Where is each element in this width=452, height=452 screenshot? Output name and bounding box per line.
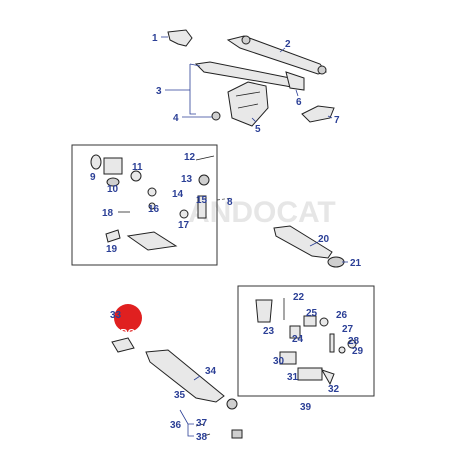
bushing xyxy=(147,187,157,197)
callout-26: 26 xyxy=(336,310,348,321)
callout-8: 8 xyxy=(227,197,233,208)
middle-assembly: 9 10 11 12 13 14 15 16 17 18 19 8 xyxy=(71,144,233,266)
tie-rod-end-left xyxy=(111,337,135,353)
callout-28: 28 xyxy=(348,336,360,347)
callout-25: 25 xyxy=(306,308,318,319)
ball-joint xyxy=(241,35,251,45)
callout-11: 11 xyxy=(132,162,143,173)
callout-6: 6 xyxy=(296,97,302,108)
callout-2: 2 xyxy=(285,39,291,50)
bottom-detail: 22 23 24 25 26 27 28 29 30 31 32 39 xyxy=(237,285,375,413)
callout-4: 4 xyxy=(173,113,179,124)
spring xyxy=(179,209,189,219)
callout-33: 33 xyxy=(110,310,122,321)
callout-31: 31 xyxy=(287,372,299,383)
callout-32: 32 xyxy=(328,384,340,395)
callout-5: 5 xyxy=(255,124,261,135)
tie-rod-end xyxy=(285,71,305,91)
callout-20: 20 xyxy=(318,234,330,245)
nut-29 xyxy=(338,346,346,354)
ball-stud xyxy=(226,398,238,410)
end-cap xyxy=(320,369,335,386)
leader-line xyxy=(179,409,194,437)
detail-box-39 xyxy=(237,285,375,397)
callout-24: 24 xyxy=(292,334,304,345)
idler-arm xyxy=(301,105,335,123)
castle-nut-37 xyxy=(231,429,243,439)
callout-23: 23 xyxy=(263,326,275,337)
callout-17: 17 xyxy=(178,220,190,231)
lower-rod-assembly: ANDOCAT 33 34 35 36 37 38 xyxy=(106,304,243,443)
housing xyxy=(297,367,323,381)
callout-36: 36 xyxy=(170,420,182,431)
andocat-logo xyxy=(114,304,142,332)
leader-line xyxy=(193,375,201,381)
washer-28 xyxy=(347,339,357,349)
detail-box-8 xyxy=(71,144,218,266)
leader-line xyxy=(251,117,257,123)
sleeve xyxy=(126,231,178,251)
leader-line xyxy=(295,89,299,97)
top-assembly: 1 2 3 4 5 6 7 xyxy=(152,29,340,135)
leader-line xyxy=(327,115,333,119)
callout-13: 13 xyxy=(181,174,193,185)
bracket-detail xyxy=(235,91,261,109)
tapered-seat xyxy=(255,299,273,323)
callout-30: 30 xyxy=(273,356,285,367)
callout-18: 18 xyxy=(102,208,114,219)
clamp xyxy=(90,154,102,170)
box-connector xyxy=(216,197,233,201)
callout-19: 19 xyxy=(106,244,118,255)
tie-rod-end-mid xyxy=(327,256,345,268)
callout-3: 3 xyxy=(156,86,162,97)
watermark-text: ANDOCAT xyxy=(188,196,336,229)
stud xyxy=(197,195,207,219)
callout-14: 14 xyxy=(172,189,184,200)
leader-line xyxy=(309,241,319,247)
callout-34: 34 xyxy=(205,366,217,377)
callout-22: 22 xyxy=(293,292,305,303)
ball-joint xyxy=(317,65,327,75)
callout-29: 29 xyxy=(352,346,364,357)
idler-bracket xyxy=(227,81,269,127)
callout-35: 35 xyxy=(174,390,186,401)
castle-nut xyxy=(198,174,210,186)
leader-line xyxy=(189,63,201,67)
adjusting-tube xyxy=(273,225,333,259)
fitting xyxy=(105,229,121,243)
callout-39: 39 xyxy=(300,402,312,413)
tie-rod-lower xyxy=(145,349,225,403)
mid-rod-assembly: 20 21 xyxy=(273,225,362,269)
logo-text: ANDOCAT xyxy=(106,328,155,339)
seal xyxy=(130,170,142,182)
callout-10: 10 xyxy=(107,184,119,195)
leader-line xyxy=(279,47,286,53)
callout-12: 12 xyxy=(184,152,196,163)
socket-base xyxy=(106,177,120,187)
callout-1: 1 xyxy=(152,33,158,44)
socket-cup xyxy=(279,351,297,365)
spacer xyxy=(289,325,301,339)
callout-15: 15 xyxy=(196,195,208,206)
callout-37: 37 xyxy=(196,418,208,429)
grease-nipple xyxy=(319,317,329,327)
nut xyxy=(211,111,221,121)
socket xyxy=(103,157,123,175)
callout-7: 7 xyxy=(334,115,340,126)
cotter-pin xyxy=(195,155,215,161)
callout-9: 9 xyxy=(90,172,96,183)
callout-27: 27 xyxy=(342,324,354,335)
cotter-parts xyxy=(195,423,211,437)
spring-seat xyxy=(303,315,317,327)
bolt-27 xyxy=(329,333,335,353)
callout-21: 21 xyxy=(350,258,362,269)
washer xyxy=(148,202,156,210)
callout-38: 38 xyxy=(196,432,208,443)
pitman-arm xyxy=(167,29,193,47)
leader-line xyxy=(165,64,196,115)
callout-16: 16 xyxy=(148,204,160,215)
